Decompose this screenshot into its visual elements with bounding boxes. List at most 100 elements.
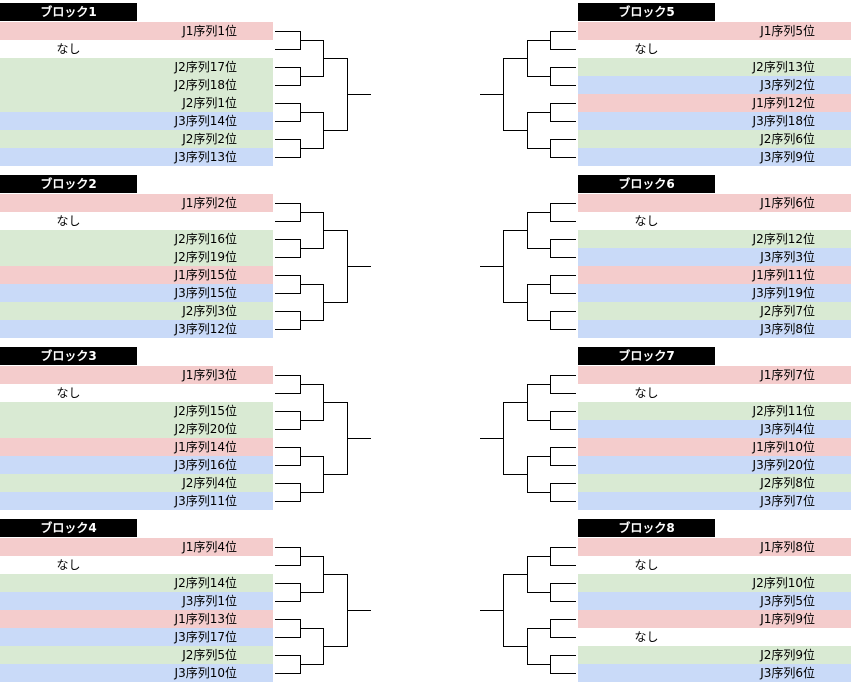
- entry-label: J3序列13位: [174, 150, 237, 164]
- entry-label: J1序列14位: [174, 440, 237, 454]
- entry-label: J3序列14位: [174, 114, 237, 128]
- entry-row: J1序列15位: [0, 266, 273, 284]
- entry-label: J2序列17位: [174, 60, 237, 74]
- entry-row: なし: [0, 384, 273, 402]
- bracket-connector: [275, 203, 371, 330]
- bracket-lines: [480, 203, 576, 330]
- entry-label: J2序列15位: [174, 404, 237, 418]
- entry-row: J2序列12位: [578, 230, 851, 248]
- entry-label: なし: [56, 558, 81, 572]
- entry-label: J2序列2位: [182, 132, 237, 146]
- bracket-connector: [480, 375, 576, 502]
- bracket-lines: [480, 31, 576, 158]
- entry-label: J2序列13位: [752, 60, 815, 74]
- entry-label: J3序列9位: [760, 150, 815, 164]
- entry-label: なし: [634, 214, 659, 228]
- entry-row: J3序列14位: [0, 112, 273, 130]
- entry-label: J3序列5位: [760, 594, 815, 608]
- entry-row: J2序列7位: [578, 302, 851, 320]
- bracket-lines: [275, 203, 371, 330]
- entry-label: J3序列11位: [174, 494, 237, 508]
- entry-row: J3序列7位: [578, 492, 851, 510]
- entry-label: J2序列16位: [174, 232, 237, 246]
- entry-row: J3序列19位: [578, 284, 851, 302]
- entry-row: なし: [578, 212, 851, 230]
- entry-row: J1序列5位: [578, 22, 851, 40]
- entry-label: J2序列6位: [760, 132, 815, 146]
- entry-label: J3序列1位: [182, 594, 237, 608]
- entry-label: J2序列19位: [174, 250, 237, 264]
- block-3: ブロック3 J1序列3位 なし J2序列15位 J2序列20位 J1序列14位 …: [0, 347, 371, 510]
- block-header: ブロック4: [0, 519, 137, 537]
- entry-label: J2序列11位: [752, 404, 815, 418]
- block-header: ブロック7: [578, 347, 715, 365]
- entry-label: J1序列10位: [752, 440, 815, 454]
- entry-label: J3序列6位: [760, 666, 815, 680]
- entry-row: J2序列6位: [578, 130, 851, 148]
- entry-label: J1序列7位: [760, 368, 815, 382]
- entry-label: J3序列3位: [760, 250, 815, 264]
- entry-row: J3序列15位: [0, 284, 273, 302]
- entry-label: J3序列7位: [760, 494, 815, 508]
- entry-label: J2序列7位: [760, 304, 815, 318]
- block-8: ブロック8 J1序列8位 なし J2序列10位 J3序列5位 J1序列9位 なし…: [480, 519, 851, 682]
- entry-row: なし: [578, 384, 851, 402]
- block-4: ブロック4 J1序列4位 なし J2序列14位 J3序列1位 J1序列13位 J…: [0, 519, 371, 682]
- entry-row: J1序列12位: [578, 94, 851, 112]
- entry-label: J1序列13位: [174, 612, 237, 626]
- entry-row: J3序列9位: [578, 148, 851, 166]
- entry-label: なし: [56, 386, 81, 400]
- entry-row: J1序列6位: [578, 194, 851, 212]
- entry-row: なし: [0, 212, 273, 230]
- entry-label: J2序列9位: [760, 648, 815, 662]
- entry-label: J2序列12位: [752, 232, 815, 246]
- block-header: ブロック5: [578, 3, 715, 21]
- entry-label: J3序列19位: [752, 286, 815, 300]
- entry-label: J2序列20位: [174, 422, 237, 436]
- entry-row: J1序列8位: [578, 538, 851, 556]
- entry-row: J2序列13位: [578, 58, 851, 76]
- entry-label: J3序列8位: [760, 322, 815, 336]
- bracket-connector: [275, 31, 371, 158]
- block-2: ブロック2 J1序列2位 なし J2序列16位 J2序列19位 J1序列15位 …: [0, 175, 371, 338]
- entry-row: J2序列9位: [578, 646, 851, 664]
- entry-label: J2序列4位: [182, 476, 237, 490]
- entry-row: J3序列16位: [0, 456, 273, 474]
- entry-label: J3序列4位: [760, 422, 815, 436]
- entry-row: J3序列3位: [578, 248, 851, 266]
- entry-row: J2序列2位: [0, 130, 273, 148]
- entry-row: J1序列4位: [0, 538, 273, 556]
- entry-row: J2序列3位: [0, 302, 273, 320]
- bracket-lines: [275, 547, 371, 674]
- entry-label: J2序列18位: [174, 78, 237, 92]
- block-header: ブロック2: [0, 175, 137, 193]
- entry-label: J3序列12位: [174, 322, 237, 336]
- entry-label: J1序列1位: [182, 24, 237, 38]
- entry-row: J2序列11位: [578, 402, 851, 420]
- entry-label: J3序列18位: [752, 114, 815, 128]
- entry-row: J3序列8位: [578, 320, 851, 338]
- entry-row: J3序列20位: [578, 456, 851, 474]
- entry-row: J2序列1位: [0, 94, 273, 112]
- bracket-lines: [275, 31, 371, 158]
- entry-row: なし: [0, 40, 273, 58]
- entry-row: J2序列8位: [578, 474, 851, 492]
- entry-row: J2序列15位: [0, 402, 273, 420]
- entry-row: J1序列13位: [0, 610, 273, 628]
- entry-label: J1序列11位: [752, 268, 815, 282]
- entry-label: J3序列15位: [174, 286, 237, 300]
- entry-row: J3序列6位: [578, 664, 851, 682]
- entry-row: J2序列20位: [0, 420, 273, 438]
- entry-row: J1序列7位: [578, 366, 851, 384]
- entry-label: J2序列3位: [182, 304, 237, 318]
- block-1: ブロック1 J1序列1位 なし J2序列17位 J2序列18位 J2序列1位 J…: [0, 3, 371, 166]
- entry-row: なし: [0, 556, 273, 574]
- entry-row: J1序列2位: [0, 194, 273, 212]
- entry-row: J2序列17位: [0, 58, 273, 76]
- entry-row: J1序列14位: [0, 438, 273, 456]
- entry-label: J1序列3位: [182, 368, 237, 382]
- entry-row: J3序列11位: [0, 492, 273, 510]
- entry-label: なし: [56, 214, 81, 228]
- entry-row: なし: [578, 628, 851, 646]
- entry-label: J1序列8位: [760, 540, 815, 554]
